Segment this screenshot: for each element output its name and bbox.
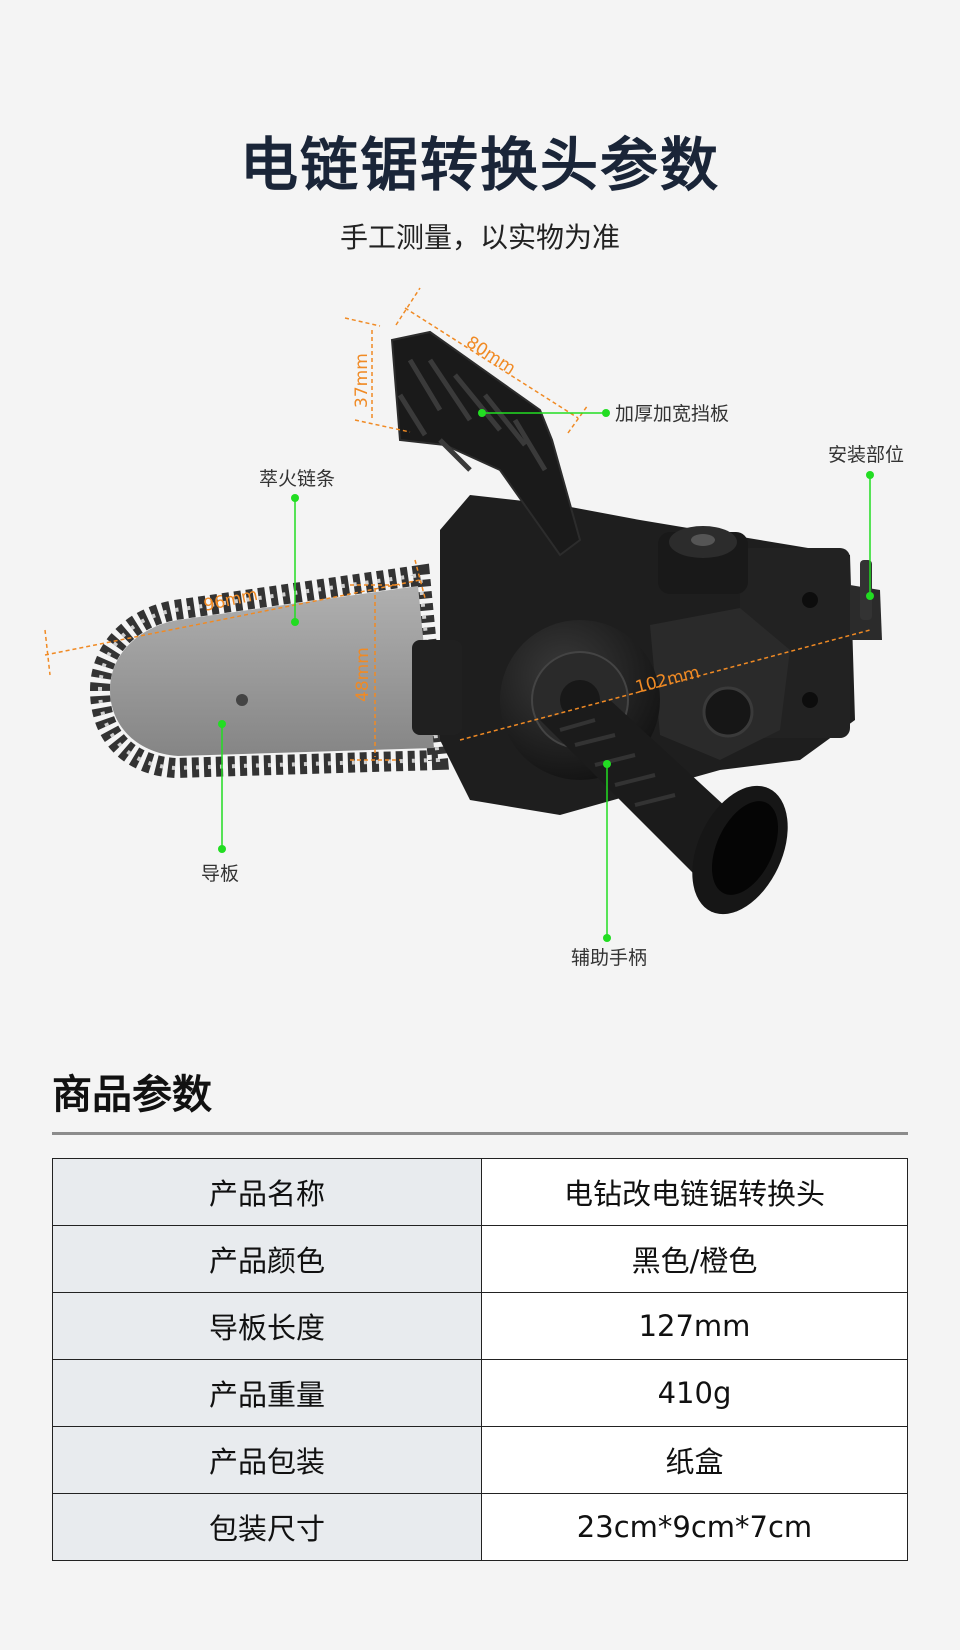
spec-value: 127mm: [481, 1292, 908, 1360]
spec-value: 410g: [481, 1359, 908, 1427]
section-title: 商品参数: [52, 1072, 212, 1118]
dimension-guard-height: 37mm: [352, 353, 372, 408]
callout-mount: 安装部位: [828, 444, 904, 466]
spec-label: 导板长度: [52, 1292, 482, 1360]
spec-label: 产品颜色: [52, 1225, 482, 1293]
table-row: 产品包装 纸盒: [52, 1426, 908, 1494]
spec-label: 包装尺寸: [52, 1493, 482, 1561]
product-diagram: 80mm 37mm 96mm 48mm 102mm 加厚加宽挡板 安装部位 萃火…: [44, 287, 904, 969]
dimension-bar-height: 48mm: [353, 647, 373, 702]
dimension-lines: [44, 287, 871, 761]
callout-bar: 导板: [201, 863, 239, 885]
section-divider: [52, 1132, 908, 1135]
table-row: 产品名称 电钻改电链锯转换头: [52, 1158, 908, 1226]
callout-guard: 加厚加宽挡板: [615, 403, 729, 425]
callout-labels: 加厚加宽挡板 安装部位 萃火链条 导板 辅助手柄: [201, 403, 904, 969]
spec-value: 23cm*9cm*7cm: [481, 1493, 908, 1561]
spec-label: 产品重量: [52, 1359, 482, 1427]
guard-plate: [390, 330, 582, 557]
spec-value: 电钻改电链锯转换头: [481, 1158, 908, 1226]
page-subtitle: 手工测量，以实物为准: [339, 221, 620, 254]
callout-leaders: [218, 409, 874, 942]
table-row: 产品重量 410g: [52, 1359, 908, 1427]
auxiliary-handle: [540, 700, 788, 915]
table-row: 包装尺寸 23cm*9cm*7cm: [52, 1493, 908, 1561]
spec-value: 纸盒: [481, 1426, 908, 1494]
spec-label: 产品名称: [52, 1158, 482, 1226]
table-row: 导板长度 127mm: [52, 1292, 908, 1360]
callout-chain: 萃火链条: [259, 468, 335, 490]
table-row: 产品颜色 黑色/橙色: [52, 1225, 908, 1293]
callout-handle: 辅助手柄: [571, 947, 647, 969]
guide-bar-assembly: [89, 563, 449, 779]
spec-label: 产品包装: [52, 1426, 482, 1494]
spec-value: 黑色/橙色: [481, 1225, 908, 1293]
page-title: 电链锯转换头参数: [239, 131, 720, 199]
spec-table: 产品名称 电钻改电链锯转换头 产品颜色 黑色/橙色 导板长度 127mm 产品重…: [52, 1158, 908, 1561]
